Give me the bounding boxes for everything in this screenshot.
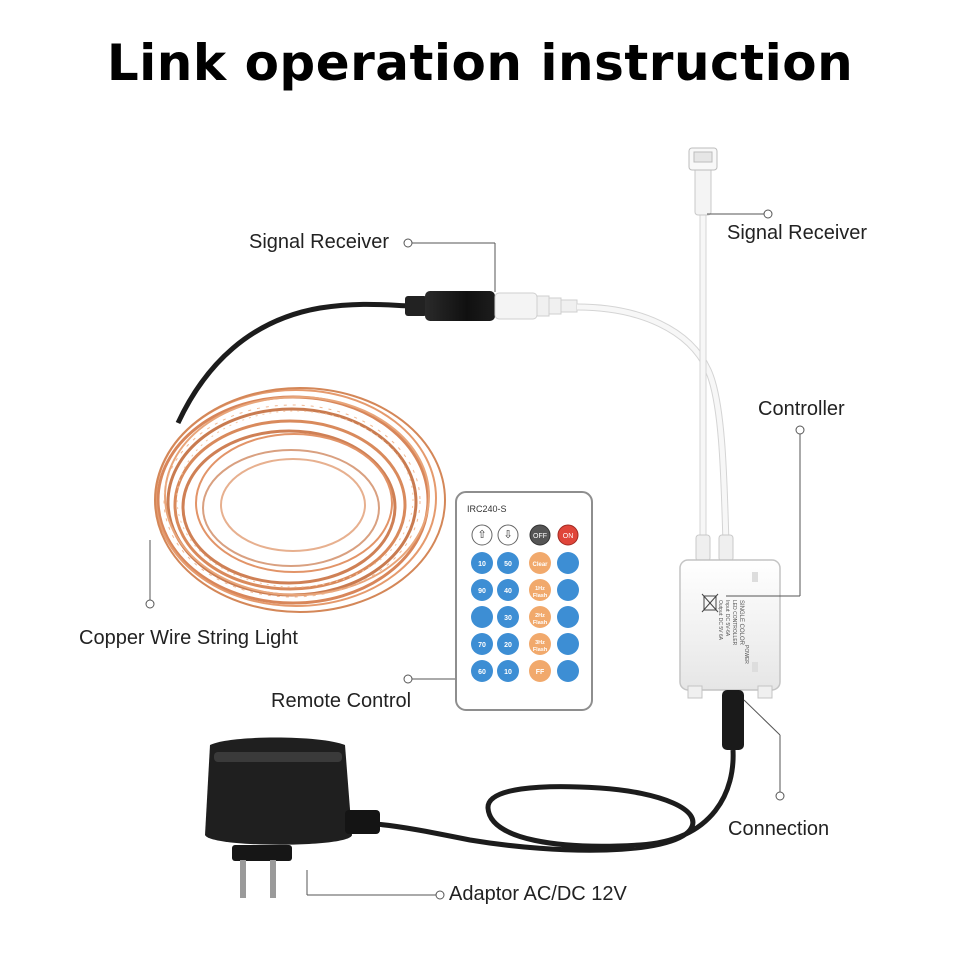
remote-button-r3-c1[interactable] [497,633,519,655]
remote-button-label-r2-c2-1: Flash [533,620,548,626]
remote-button-top-label-3: ON [563,533,574,540]
label-remote-control: Remote Control [271,690,412,712]
remote-button-r3-c0[interactable] [471,633,493,655]
remote-button-label-r3-c1-0: 20 [504,642,512,649]
remote-button-label-r3-c2-0: 3Hz [535,640,545,646]
remote-button-label-r1-c2-1: Flash [533,593,548,599]
remote-button-r4-c3[interactable] [557,660,579,682]
signal-receiver-connector-white [494,292,578,320]
remote-button-r1-c3[interactable] [557,579,579,601]
label-controller: Controller [758,398,845,420]
remote-button-label-r0-c1-0: 50 [504,561,512,568]
controller-text-line5: POWER [743,645,749,664]
label-signal-receiver-right: Signal Receiver [727,222,868,244]
controller-text-line3: Input: DC 5V-6A [724,600,730,637]
page-title: Link operation instruction [106,34,854,92]
remote-button-r2-c2[interactable] [529,606,551,628]
remote-button-label-r0-c2-0: Clear [532,562,548,568]
remote-button-r4-c0[interactable] [471,660,493,682]
power-cable [374,690,744,853]
controller-box: SINGLE COLOR LED CONTROLLER Input: DC 5V… [679,559,781,699]
controller-text-line1: SINGLE COLOR [738,600,744,646]
signal-receiver-plug-black [405,291,495,321]
remote-button-label-r1-c1-0: 40 [504,588,512,595]
remote-button-label-r3-c0-0: 70 [478,642,486,649]
remote-button-label-r4-c2-0: FF [536,669,545,676]
remote-button-r0-c3[interactable] [557,552,579,574]
weee-bin-icon [701,593,719,613]
remote-button-label-r2-c1-0: 30 [504,615,512,622]
controller-text-line4: Output: DC 5V 6A [717,600,723,641]
remote-button-r2-c3[interactable] [557,606,579,628]
remote-button-label-r1-c2-0: 1Hz [535,586,545,592]
remote-button-label-r3-c2-1: Flash [533,647,548,653]
remote-button-r0-c0[interactable] [471,552,493,574]
remote-button-top-0[interactable] [471,524,493,546]
remote-button-r3-c2[interactable] [529,633,551,655]
label-adaptor: Adaptor AC/DC 12V [449,883,627,905]
remote-button-r1-c1[interactable] [497,579,519,601]
remote-button-top-label-2: OFF [533,533,547,540]
remote-button-r0-c2[interactable] [529,552,551,574]
leader-lines [145,209,805,900]
power-adapter [205,737,380,898]
remote-button-r4-c2[interactable] [529,660,551,682]
remote-button-label-r4-c0-0: 60 [478,669,486,676]
black-cable-left [175,301,411,425]
remote-button-r1-c2[interactable] [529,579,551,601]
remote-button-label-r2-c2-0: 2Hz [535,613,545,619]
remote-button-top-3[interactable] [557,524,579,546]
remote-button-top-label-1: ⇩ [503,529,512,541]
controller-text-line2: LED CONTROLLER [731,600,737,646]
remote-button-label-r4-c1-0: 10 [504,669,512,676]
remote-button-r3-c3[interactable] [557,633,579,655]
remote-button-r2-c1[interactable] [497,606,519,628]
remote-button-r2-c0[interactable] [471,606,493,628]
label-copper-wire: Copper Wire String Light [79,627,298,649]
copper-wire-coil [154,387,446,613]
remote-button-r1-c0[interactable] [471,579,493,601]
remote-button-label-r1-c0-0: 90 [478,588,486,595]
label-connection: Connection [728,818,830,840]
signal-receiver-top-connector [688,147,718,216]
remote-button-top-label-0: ⇧ [477,529,486,541]
remote-button-r0-c1[interactable] [497,552,519,574]
remote-model-label: IRC240-S [467,504,507,514]
remote-button-top-1[interactable] [497,524,519,546]
remote-button-top-2[interactable] [529,524,551,546]
remote-button-label-r0-c0-0: 10 [478,561,486,568]
remote-button-r4-c1[interactable] [497,660,519,682]
label-signal-receiver-left: Signal Receiver [249,231,390,253]
